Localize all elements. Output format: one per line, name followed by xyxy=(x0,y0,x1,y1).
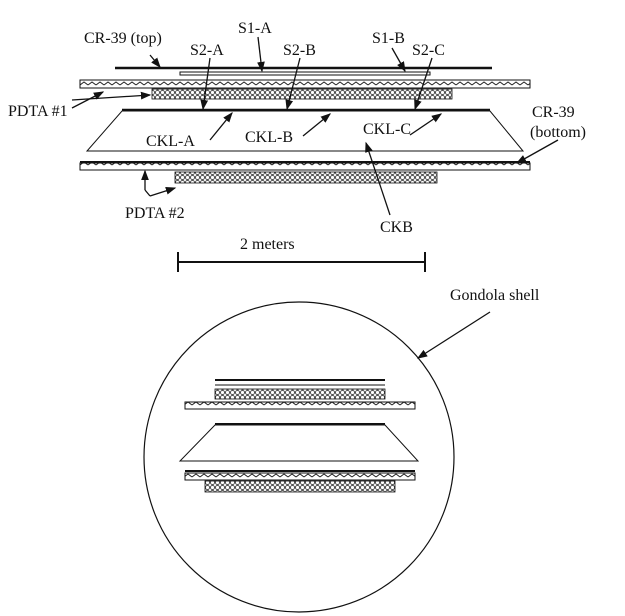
label-cr39-bottom-paren: (bottom) xyxy=(530,124,586,141)
label-gondola-shell: Gondola shell xyxy=(450,287,540,304)
label-cr39-top: CR-39 (top) xyxy=(84,30,162,47)
label-s2c: S2-C xyxy=(412,42,445,59)
label-pdta1: PDTA #1 xyxy=(8,103,68,120)
label-ckb: CKB xyxy=(380,219,413,236)
label-ckl-b: CKL-B xyxy=(245,129,293,146)
label-s1b: S1-B xyxy=(372,30,405,47)
scale-bar xyxy=(177,252,426,272)
label-s2b: S2-B xyxy=(283,42,316,59)
label-ckl-a: CKL-A xyxy=(146,133,195,150)
s1-layer xyxy=(179,71,431,76)
gondola-shell xyxy=(143,301,455,613)
cherenkov-box xyxy=(85,110,525,152)
label-s1a: S1-A xyxy=(238,20,272,37)
pdta1-layer xyxy=(79,79,531,89)
main-stack xyxy=(79,66,531,184)
label-pdta2: PDTA #2 xyxy=(125,205,185,222)
pdta1-bubbles xyxy=(151,88,453,100)
label-cr39-bottom: CR-39 xyxy=(532,104,575,121)
scale-label: 2 meters xyxy=(240,236,295,253)
pdta2-bubbles xyxy=(174,171,438,184)
label-s2a: S2-A xyxy=(190,42,224,59)
mini-stack xyxy=(178,379,420,493)
pdta2-layer xyxy=(79,162,531,171)
label-ckl-c: CKL-C xyxy=(363,121,411,138)
annotations xyxy=(71,36,559,359)
